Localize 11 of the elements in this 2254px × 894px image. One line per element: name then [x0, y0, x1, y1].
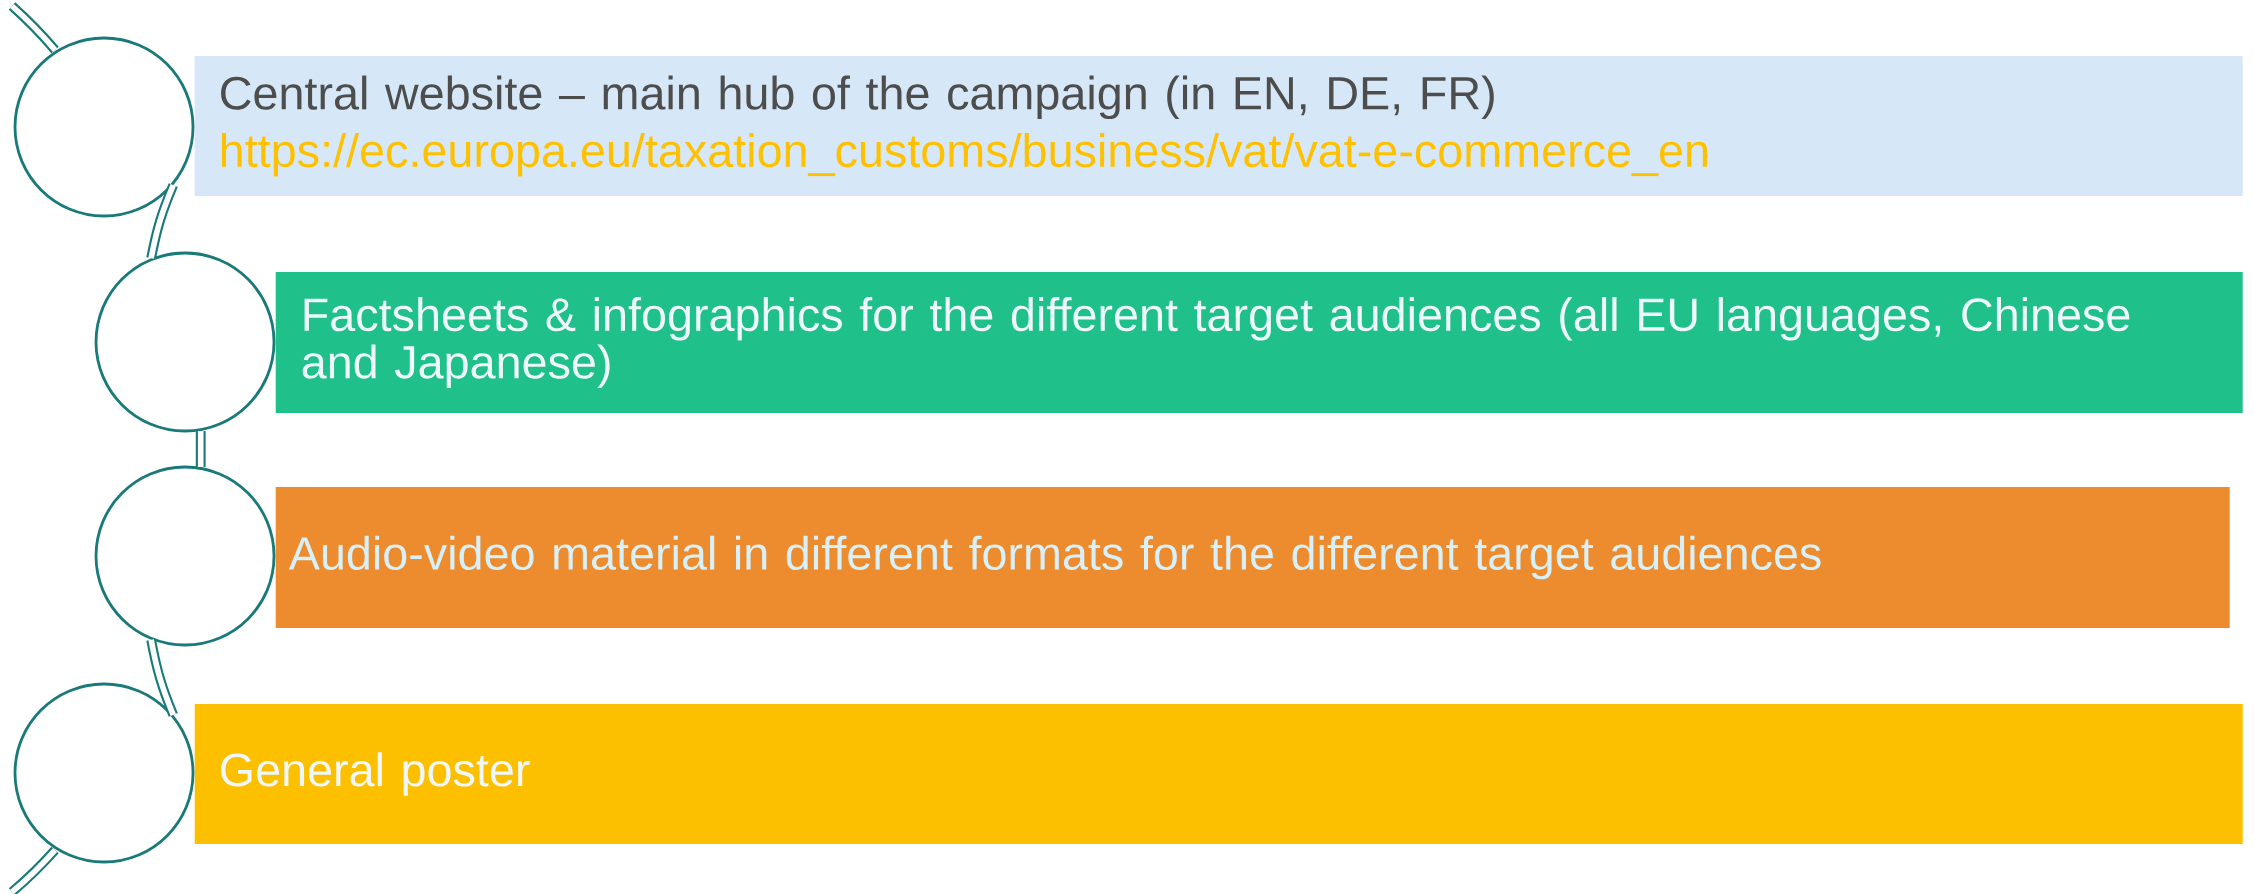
- arc-segment: [146, 638, 178, 717]
- circle-marker: [94, 251, 276, 433]
- text-band: General poster: [194, 704, 2243, 844]
- arc-segment: [146, 183, 178, 260]
- text-band: Factsheets & infographics for the different target audiences (all EU languages, Chinese and Japanese): [275, 272, 2243, 413]
- text-band: Audio-video material in different formats for the different target audiences: [275, 487, 2230, 628]
- text-band: Central website – main hub of the campaign (in EN, DE, FR) https://ec.europa.eu/taxation_customs/business/vat/vat-e-commerce_en: [194, 56, 2243, 196]
- circle-marker: [13, 682, 195, 864]
- circle-marker: [13, 36, 195, 218]
- arc-segment: [195, 431, 206, 467]
- circle-marker: [94, 465, 276, 647]
